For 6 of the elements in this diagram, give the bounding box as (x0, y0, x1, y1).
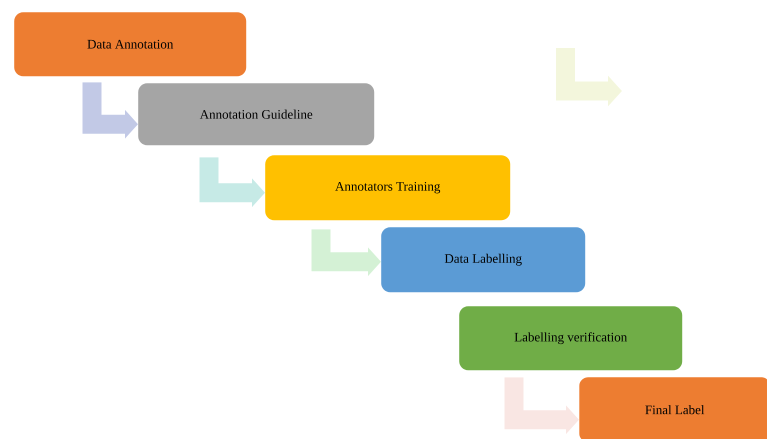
process-box: Data Labelling (381, 227, 586, 292)
process-box: Annotation Guideline (138, 83, 374, 146)
process-box: Final Label (579, 377, 767, 439)
process-box: Labelling verification (459, 306, 682, 370)
process-box: Data Annotation (14, 12, 246, 76)
process-box: Annotators Training (265, 155, 510, 220)
